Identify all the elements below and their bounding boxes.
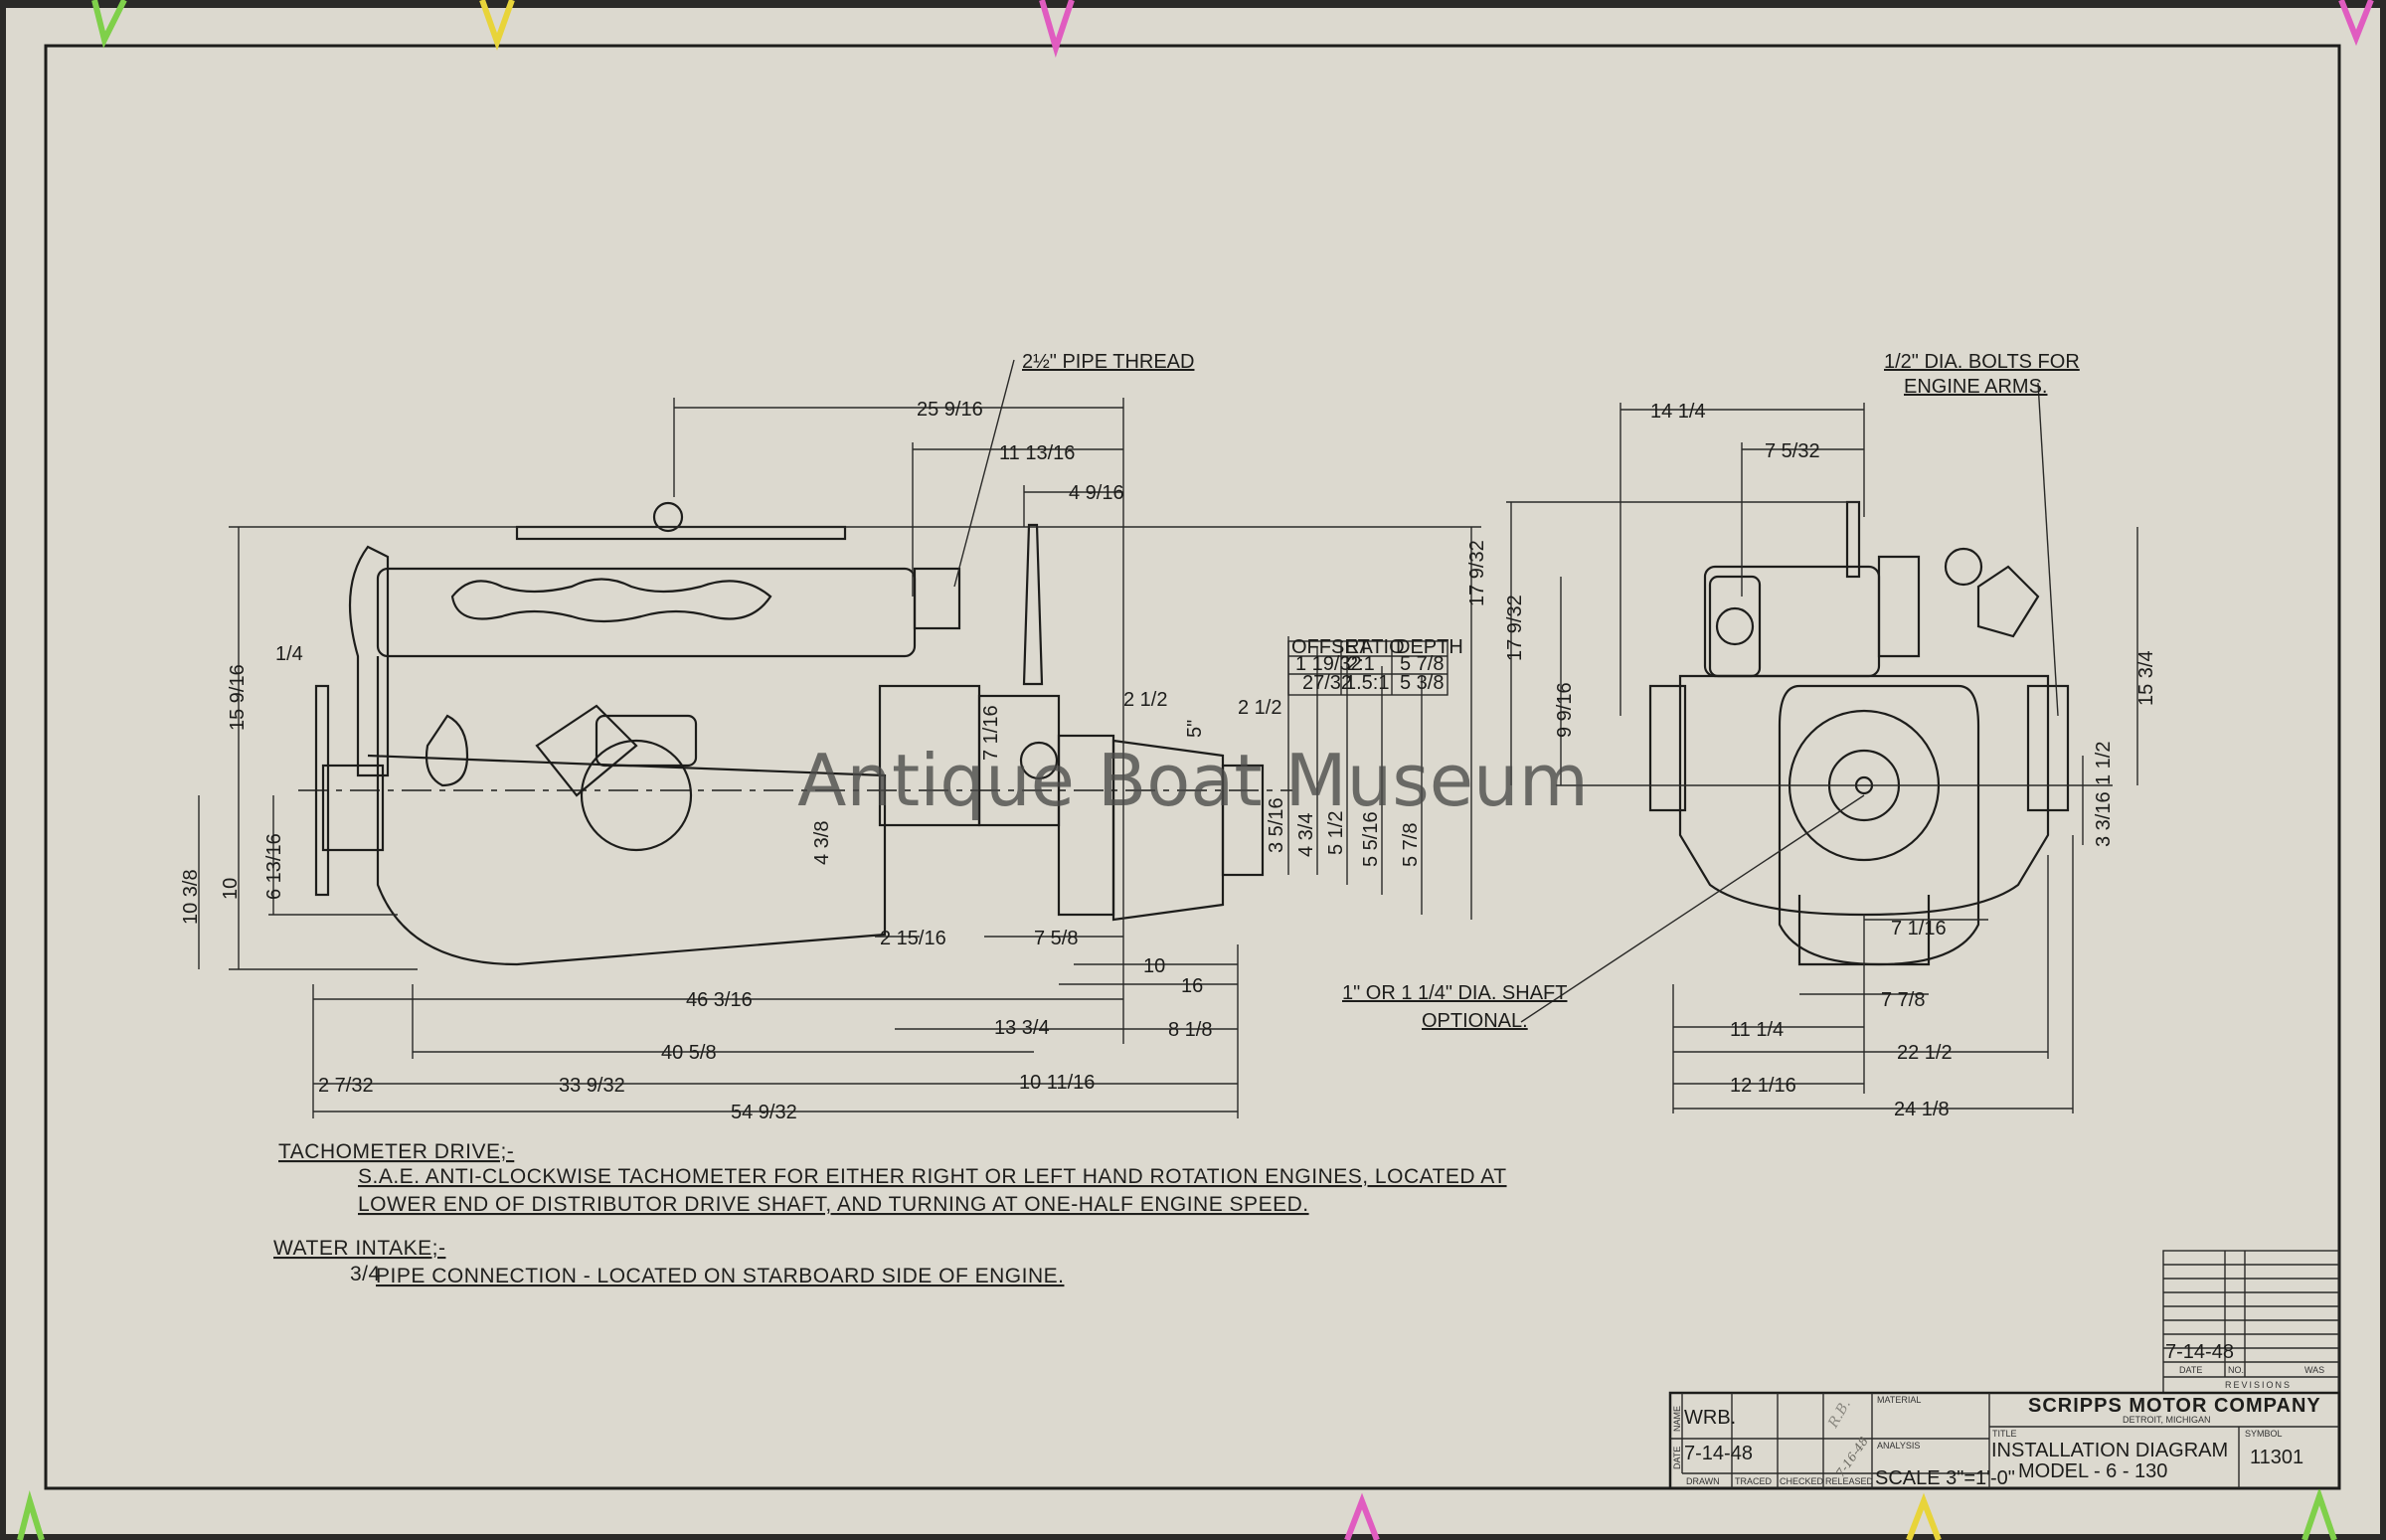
revisions-title: REVISIONS [2225, 1380, 2292, 1390]
paperclips [17, 0, 2374, 1540]
paper [6, 8, 2380, 1534]
shaft-callout: OPTIONAL. [1422, 1010, 1528, 1032]
dim-label: 17 9/32 [1504, 595, 1526, 661]
dim-label: 22 1/2 [1897, 1042, 1953, 1064]
date-label: DATE [1672, 1447, 1682, 1469]
drawn-by: WRB. [1684, 1407, 1736, 1429]
right-dimension-lines [1506, 382, 2138, 1113]
dim-label: 46 3/16 [686, 989, 753, 1011]
dim-label: 1 1/2 [2093, 742, 2115, 785]
left-dimension-lines [198, 398, 1481, 1118]
bolts-callout: 1/2" DIA. BOLTS FOR [1884, 351, 2080, 373]
dim-label: 9 9/16 [1554, 682, 1576, 738]
symbol-label: SYMBOL [2245, 1429, 2283, 1439]
drawing-border [44, 44, 2341, 1490]
table-cell: 1 19/32 [1295, 653, 1362, 675]
table-header: RATIO [1345, 636, 1405, 658]
dim-label: 10 3/8 [180, 869, 202, 925]
dim-label: 12 1/16 [1730, 1075, 1796, 1097]
pipe-thread-callout: 2½" PIPE THREAD [1022, 351, 1194, 373]
tachometer-note: LOWER END OF DISTRIBUTOR DRIVE SHAFT, AN… [358, 1193, 1309, 1216]
scale: SCALE 3"=1'-0" [1875, 1467, 2015, 1489]
offset-table: OFFSET RATIO DEPTH 1 19/32 2:1 5 7/8 27/… [1287, 636, 1463, 696]
dim-label: 25 9/16 [917, 399, 983, 421]
dim-label: 5 7/8 [1400, 823, 1422, 867]
checked-label: CHECKED [1780, 1476, 1824, 1486]
table-cell: 1.5:1 [1345, 672, 1389, 694]
dim-label: 10 [220, 878, 242, 900]
symbol-number: 11301 [2250, 1447, 2303, 1468]
dim-label: 54 9/32 [731, 1102, 797, 1123]
dim-label: 1/4 [275, 643, 303, 665]
company-name: SCRIPPS MOTOR COMPANY [2028, 1395, 2321, 1417]
dim-label: 11 1/4 [1730, 1019, 1784, 1041]
dim-label: 4 3/4 [1295, 813, 1317, 857]
table-cell: 2:1 [1347, 653, 1375, 675]
left-dimension-labels: 25 9/16 11 13/16 4 9/16 17 9/32 15 9/16 … [180, 351, 1488, 1123]
bolts-callout: ENGINE ARMS. [1904, 376, 2047, 398]
title-label: TITLE [1992, 1429, 2017, 1439]
dim-label: 3 3/16 [2093, 791, 2115, 847]
dim-label: 15 9/16 [227, 664, 249, 731]
dim-label: 6 13/16 [263, 833, 285, 900]
dim-label: 10 [1143, 955, 1165, 977]
dim-label: 8 1/8 [1168, 1019, 1212, 1041]
water-intake-fraction: 3/4 [350, 1263, 381, 1285]
dim-label: 33 9/32 [559, 1075, 625, 1097]
dim-label: 5 5/16 [1360, 811, 1382, 867]
dim-label: 14 1/4 [1650, 401, 1706, 423]
water-intake-heading: WATER INTAKE;- [273, 1237, 445, 1260]
right-dimension-labels: 14 1/4 7 5/32 17 9/32 9 9/16 15 3/4 1 1/… [1342, 351, 2157, 1120]
dim-label: 2 1/2 [1238, 697, 1281, 719]
dim-label: 16 [1181, 975, 1203, 997]
water-intake-note: PIPE CONNECTION - LOCATED ON STARBOARD S… [376, 1265, 1064, 1287]
drawn-date: 7-14-48 [1684, 1443, 1753, 1464]
notes: TACHOMETER DRIVE;- S.A.E. ANTI-CLOCKWISE… [273, 1140, 1507, 1287]
dim-label: 5 1/2 [1325, 811, 1347, 855]
revision-date: 7-14-48 [2165, 1341, 2234, 1363]
dim-label: 7 7/8 [1881, 989, 1925, 1011]
table-cell: 5 3/8 [1400, 672, 1444, 694]
dim-label: 3 5/16 [1266, 797, 1287, 853]
drawing-title: INSTALLATION DIAGRAM [1991, 1440, 2228, 1461]
released-label: RELEASED [1825, 1476, 1874, 1486]
revisions-header: DATE [2179, 1365, 2202, 1375]
drawing-model: MODEL - 6 - 130 [2018, 1460, 2167, 1482]
title-block: NAME DATE WRB. 7-14-48 R.B. 7-16-48 MATE… [1668, 1391, 2341, 1490]
revisions-header: WAS [2304, 1365, 2324, 1375]
company-location: DETROIT, MICHIGAN [2123, 1415, 2211, 1425]
dim-label: 24 1/8 [1894, 1099, 1950, 1120]
dim-label: 7 1/16 [1891, 918, 1947, 940]
dim-label: 2 7/32 [318, 1075, 374, 1097]
dim-label: 7 1/16 [980, 705, 1002, 761]
analysis-label: ANALYSIS [1877, 1441, 1920, 1451]
tachometer-note: S.A.E. ANTI-CLOCKWISE TACHOMETER FOR EIT… [358, 1165, 1507, 1188]
revisions-block: 7-14-48 DATE NO. WAS REVISIONS [2162, 1250, 2340, 1394]
dim-label: 10 11/16 [1019, 1072, 1095, 1094]
dim-label: 7 5/32 [1765, 440, 1820, 462]
table-header: DEPTH [1396, 636, 1463, 658]
table-header: OFFSET [1291, 636, 1370, 658]
tachometer-heading: TACHOMETER DRIVE;- [278, 1140, 514, 1163]
revisions-header: NO. [2228, 1365, 2244, 1375]
name-label: NAME [1672, 1406, 1682, 1432]
traced-label: TRACED [1735, 1476, 1773, 1486]
table-cell: 5 7/8 [1400, 653, 1444, 675]
dim-label: 11 13/16 [999, 442, 1075, 464]
dim-label: 40 5/8 [661, 1042, 717, 1064]
dim-label: 17 9/32 [1466, 540, 1488, 606]
dim-label: 4 3/8 [811, 821, 833, 865]
dim-label: 4 9/16 [1069, 482, 1124, 504]
dim-label: 5" [1184, 720, 1206, 738]
material-label: MATERIAL [1877, 1395, 1921, 1405]
shaft-callout: 1" OR 1 1/4" DIA. SHAFT [1342, 982, 1567, 1004]
watermark: Antique Boat Museum [797, 739, 1589, 822]
table-cell: 27/32 [1302, 672, 1352, 694]
dim-label: 15 3/4 [2135, 650, 2157, 706]
drawn-label: DRAWN [1686, 1476, 1720, 1486]
dim-label: 2 15/16 [880, 928, 946, 949]
dim-label: 7 5/8 [1034, 928, 1078, 949]
dim-label: 13 3/4 [994, 1017, 1050, 1039]
dim-label: 2 1/2 [1123, 689, 1167, 711]
